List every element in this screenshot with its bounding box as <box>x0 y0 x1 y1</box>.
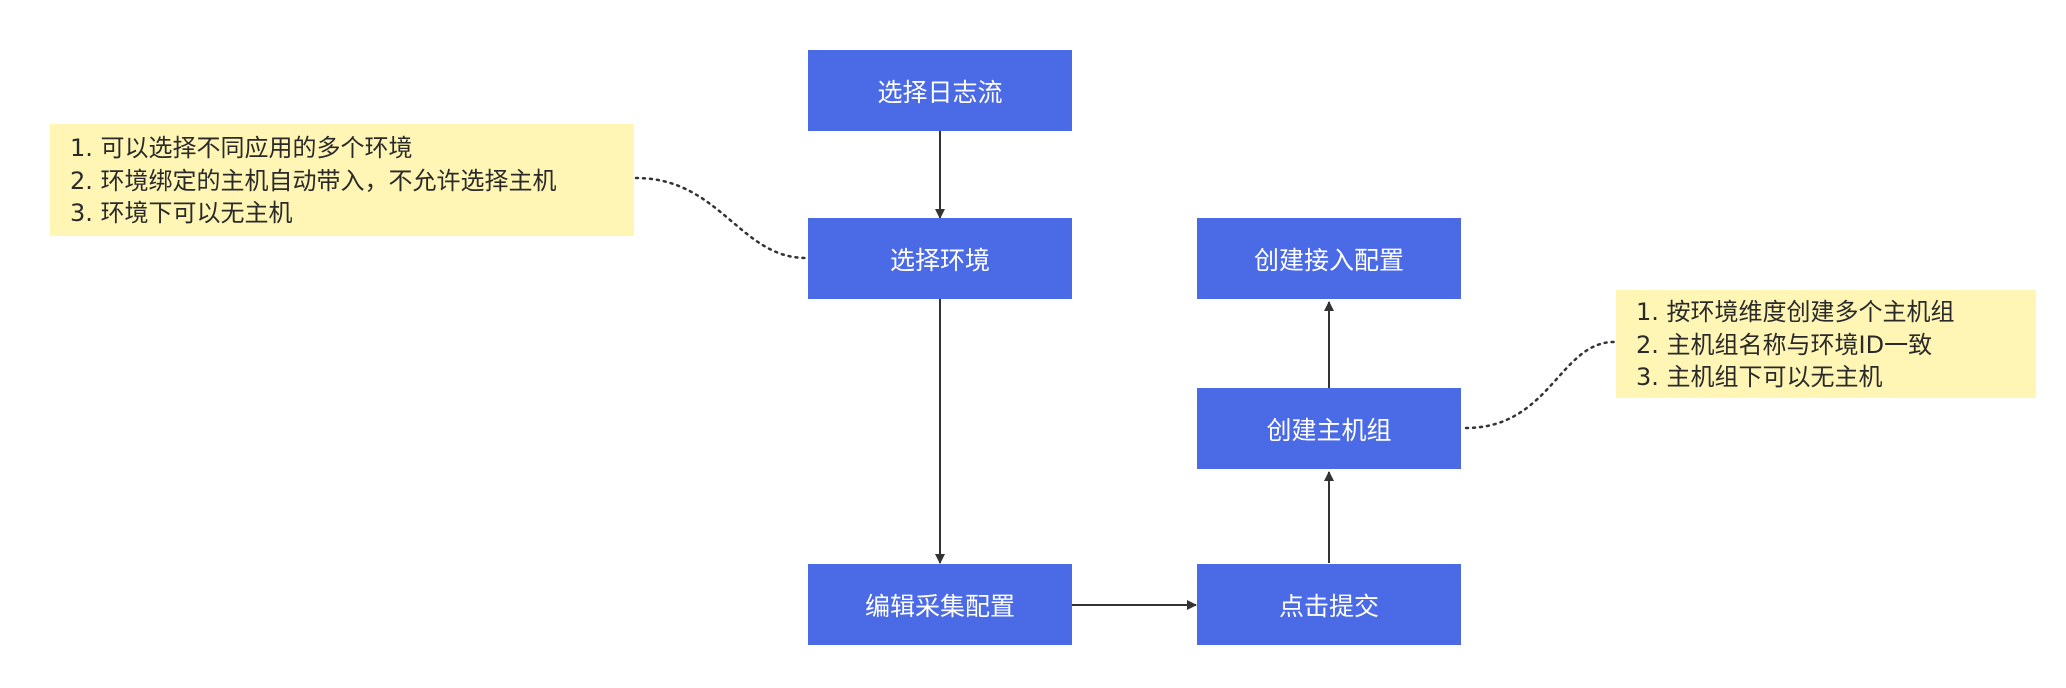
note-line: 2. 环境绑定的主机自动带入，不允许选择主机 <box>70 166 557 195</box>
node-create-access-config: 创建接入配置 <box>1197 218 1461 299</box>
node-label: 创建主机组 <box>1266 415 1392 445</box>
note-connector-host-group <box>1464 340 1616 430</box>
note-line: 2. 主机组名称与环境ID一致 <box>1636 330 1933 359</box>
node-select-environment: 选择环境 <box>808 218 1072 299</box>
node-edit-collection-config: 编辑采集配置 <box>808 564 1072 645</box>
node-label: 选择环境 <box>889 245 990 275</box>
note-line: 1. 按环境维度创建多个主机组 <box>1636 298 1955 326</box>
node-label: 选择日志流 <box>877 77 1003 107</box>
note-line: 3. 主机组下可以无主机 <box>1636 363 1883 391</box>
note-line: 1. 可以选择不同应用的多个环境 <box>70 134 413 162</box>
node-click-submit: 点击提交 <box>1197 564 1461 645</box>
node-label: 点击提交 <box>1278 591 1379 621</box>
note-host-group: 1. 按环境维度创建多个主机组 2. 主机组名称与环境ID一致 3. 主机组下可… <box>1616 290 2036 398</box>
node-label: 创建接入配置 <box>1253 245 1404 275</box>
note-line: 3. 环境下可以无主机 <box>70 199 293 227</box>
node-create-host-group: 创建主机组 <box>1197 388 1461 469</box>
node-select-log-stream: 选择日志流 <box>808 50 1072 131</box>
node-label: 编辑采集配置 <box>864 591 1015 621</box>
note-environment: 1. 可以选择不同应用的多个环境 2. 环境绑定的主机自动带入，不允许选择主机 … <box>50 124 634 236</box>
note-connector-environment <box>634 176 808 260</box>
